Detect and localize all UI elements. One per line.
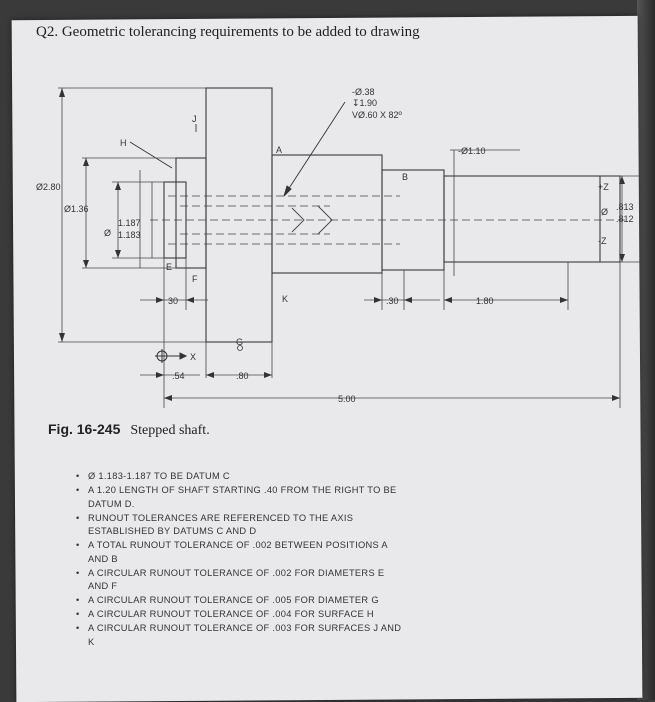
tol-plus: +Z [598,182,609,192]
note-item: RUNOUT TOLERANCES ARE REFERENCED TO THE … [76,512,406,539]
tolerance-notes: Ø 1.183-1.187 TO BE DATUM C A 1.20 LENGT… [76,470,406,650]
dim-110: -Ø1.10 [458,146,486,156]
note-item: Ø 1.183-1.187 TO BE DATUM C [76,470,406,484]
dim-1187: 1.187 [118,218,141,228]
tol-minus: -Z [598,236,607,246]
letter-f: F [192,274,198,284]
datum-x-label: X [190,352,196,362]
shaft-body [271,154,383,274]
letter-g: G [236,337,243,347]
letter-a: A [276,145,282,155]
dim-1183: 1.183 [118,230,141,240]
shaft-step-left [175,157,207,269]
question-title: Q2. Geometric tolerancing requirements t… [36,24,420,40]
photo-edge-shadow [637,0,655,700]
dim-812: .812 [616,214,634,224]
letter-b: B [402,172,408,182]
note-item: A CIRCULAR RUNOUT TOLERANCE OF .002 FOR … [76,567,406,594]
note-item: A CIRCULAR RUNOUT TOLERANCE OF .005 FOR … [76,594,406,608]
dia-symbol-right: Ø [601,207,608,217]
datum-x-symbol [155,349,188,363]
callout-line-1: -Ø.38 [352,87,375,97]
dim-280: Ø2.80 [36,182,61,192]
dim-30-right: .30 [386,296,399,306]
note-item: A TOTAL RUNOUT TOLERANCE OF .002 BETWEEN… [76,539,406,566]
note-item: A CIRCULAR RUNOUT TOLERANCE OF .004 FOR … [76,608,406,622]
dim-30-left: 30 [168,296,178,306]
figure-title: Stepped shaft. [130,423,210,438]
drill-point [317,205,333,235]
dia-symbol-left: Ø [104,228,111,238]
letter-j: J [192,114,197,124]
figure-number: Fig. 16-245 [48,421,121,437]
dim-180: 1.80 [476,296,494,306]
dim-54: .54 [172,371,185,381]
note-item: A CIRCULAR RUNOUT TOLERANCE OF .003 FOR … [76,622,406,649]
letter-e: E [166,262,172,272]
shaft-flange [205,87,273,343]
callout-line-3: VØ.60 X 82º [352,110,403,120]
hole-leader [283,101,346,197]
figure-caption: Fig. 16-245 Stepped shaft. [48,421,210,439]
shaft-right [443,175,621,263]
note-item: A 1.20 LENGTH OF SHAFT STARTING .40 FROM… [76,484,406,511]
dim-80: .80 [236,371,249,381]
callout-line-2: ↧1.90 [352,98,377,108]
dim-500: 5.00 [338,394,356,404]
dim-136: Ø1.36 [64,204,89,214]
dim-813: .813 [616,202,634,212]
letter-k: K [282,294,288,304]
letter-h: H [120,138,127,148]
